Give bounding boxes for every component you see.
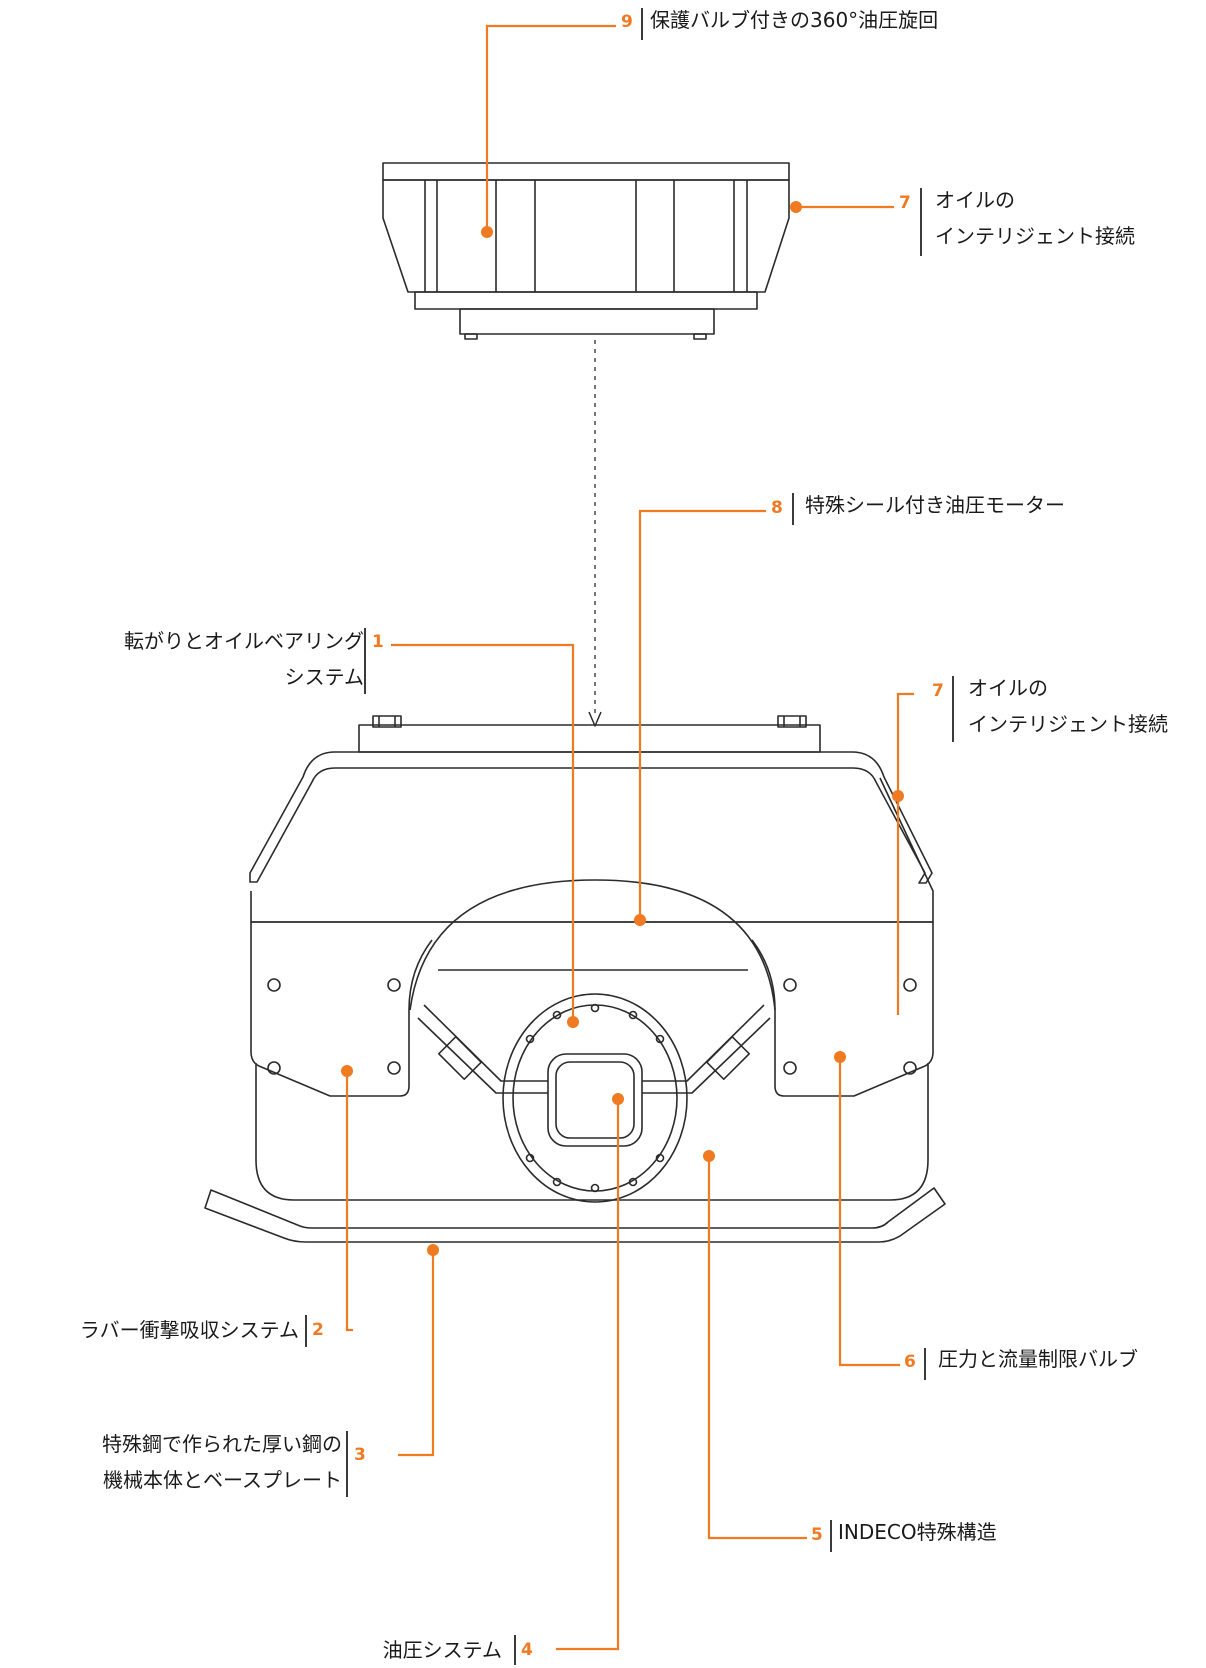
callout-label-oil-connection-top: オイルの インテリジェント接続 — [935, 188, 1135, 248]
callout-divider — [830, 1520, 832, 1552]
callout-divider — [920, 188, 922, 256]
callout-number: 6 — [904, 1352, 916, 1372]
callout-divider — [514, 1635, 516, 1665]
callout-label-indeco-structure: INDECO特殊構造 — [838, 1520, 997, 1544]
callout-label-hydraulic: 油圧システム — [382, 1638, 502, 1662]
callout-label-rubber: ラバー衝撃吸収システム — [79, 1318, 299, 1342]
callout-number: 7 — [932, 681, 944, 701]
callout-number: 3 — [354, 1445, 366, 1465]
callout-leaders — [345, 24, 914, 1651]
callout-label-motor: 特殊シール付き油圧モーター — [805, 493, 1065, 517]
callout-divider — [641, 8, 643, 40]
callout-number: 5 — [811, 1525, 823, 1545]
callout-divider — [346, 1431, 348, 1497]
callout-divider — [364, 628, 366, 694]
callout-divider — [792, 493, 794, 525]
callout-number: 7 — [899, 193, 911, 213]
callout-label-oil-connection-lower: オイルの インテリジェント接続 — [968, 676, 1168, 736]
callout-label-steel-body: 特殊鋼で作られた厚い鋼の 機械本体とベースプレート — [102, 1432, 342, 1492]
callout-number: 8 — [771, 498, 783, 518]
callout-number: 1 — [372, 632, 384, 652]
callout-divider — [952, 676, 954, 742]
callout-divider — [305, 1315, 307, 1347]
callout-number: 9 — [621, 12, 633, 32]
callout-divider — [924, 1348, 926, 1380]
callout-number: 2 — [312, 1320, 324, 1340]
callout-label-valve: 圧力と流量制限バルブ — [938, 1347, 1138, 1371]
swivel-unit — [382, 162, 790, 340]
callout-label-swivel: 保護バルブ付きの360°油圧旋回 — [650, 8, 939, 32]
callout-dots — [341, 201, 904, 1256]
hammer-body — [204, 715, 946, 1243]
callout-label-bearing: 転がりとオイルベアリング システム — [124, 629, 364, 689]
callout-number: 4 — [521, 1640, 533, 1660]
